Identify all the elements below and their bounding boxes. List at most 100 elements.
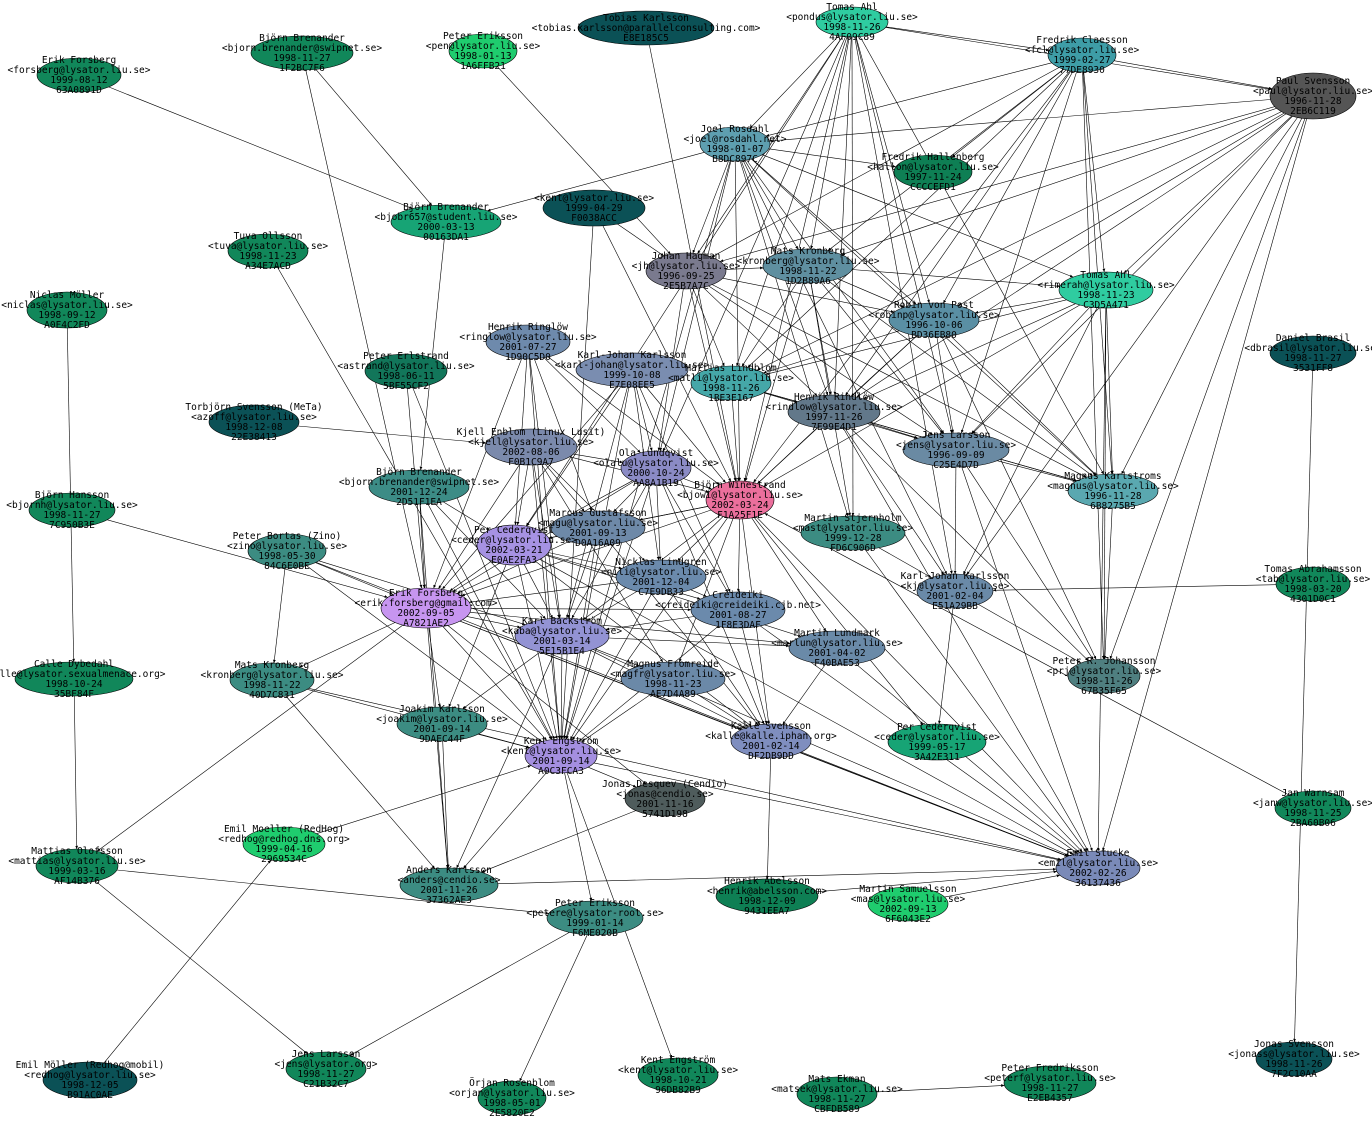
node-ellipse[interactable] bbox=[690, 591, 786, 629]
node-ellipse[interactable] bbox=[620, 450, 692, 486]
node-per_cederqvist_1[interactable]: Per Cederqvist<ceder@lysator.liu.se>2002… bbox=[451, 524, 577, 566]
node-ellipse[interactable] bbox=[448, 33, 518, 69]
node-ellipse[interactable] bbox=[1067, 658, 1141, 694]
node-erik_forsberg_1[interactable]: Erik Forsberg<forsberg@lysator.liu.se>19… bbox=[8, 55, 151, 96]
node-mats_ekman[interactable]: Mats Ekman<matsek@lysator.liu.se>1998-11… bbox=[771, 1074, 903, 1115]
node-ellipse[interactable] bbox=[229, 662, 315, 698]
node-marcus_gustafsson[interactable]: Marcus Gustafsson<magu@lysator.liu.se>20… bbox=[538, 508, 658, 549]
node-mattias_olofsson[interactable]: Mattias Olofsson<mattias@lysator.liu.se>… bbox=[8, 846, 146, 887]
node-ellipse[interactable] bbox=[247, 533, 327, 569]
node-ellipse[interactable] bbox=[36, 57, 122, 93]
node-ellipse[interactable] bbox=[815, 6, 889, 38]
node-jonas_svensson[interactable]: Jonas Svensson<jonass@lysator.liu.se>199… bbox=[1228, 1039, 1360, 1080]
node-henrik_ringlow[interactable]: Henrik Ringlöw<ringlow@lysator.liu.se>20… bbox=[459, 322, 597, 363]
node-peter_eriksson_2[interactable]: Peter Eriksson<petere@lysator-root.se>19… bbox=[526, 898, 664, 939]
node-bjorn_winestrand[interactable]: Björn Winestrand<bjowi@lysator.liu.se>20… bbox=[677, 480, 803, 521]
node-tomas_ahl_1[interactable]: Tomas Ahl<pondus@lysator.liu.se>1998-11-… bbox=[786, 2, 918, 43]
node-ellipse[interactable] bbox=[1255, 1041, 1333, 1077]
node-ellipse[interactable] bbox=[1269, 335, 1357, 371]
node-ellipse[interactable] bbox=[42, 1061, 138, 1099]
node-ellipse[interactable] bbox=[1003, 1065, 1097, 1101]
node-mattias_lindblom[interactable]: Mattias Lindblom<matli@lysator.liu.se>19… bbox=[668, 363, 794, 404]
node-ellipse[interactable] bbox=[1047, 37, 1117, 73]
node-ellipse[interactable] bbox=[787, 394, 881, 430]
node-ellipse[interactable] bbox=[887, 723, 987, 761]
node-emil_stucke[interactable]: Emil Stucke<emil@lysator.liu.se>2002-02-… bbox=[1038, 848, 1158, 889]
node-ellipse[interactable] bbox=[546, 900, 644, 936]
node-ellipse[interactable] bbox=[1269, 72, 1357, 120]
node-karl_backstrom[interactable]: Karl Backström<kaba@lysator.liu.se>2001-… bbox=[502, 616, 622, 657]
node-ellipse[interactable] bbox=[28, 492, 116, 528]
node-ellipse[interactable] bbox=[620, 661, 726, 697]
node-martin_stjernholm[interactable]: Martin Stjernholm<mast@lysator.liu.se>19… bbox=[793, 513, 913, 554]
node-ellipse[interactable] bbox=[227, 233, 309, 269]
node-ellipse[interactable] bbox=[524, 738, 598, 774]
node-ellipse[interactable] bbox=[902, 432, 1010, 468]
node-ellipse[interactable] bbox=[916, 573, 994, 609]
node-jonas_desquev[interactable]: Jonas Desquev (Cendio)<jonas@cendio.se>2… bbox=[602, 779, 728, 820]
node-ellipse[interactable] bbox=[637, 1057, 719, 1093]
node-ellipse[interactable] bbox=[285, 1051, 367, 1087]
node-calle_dybedahl[interactable]: Calle Dybedahl<calle@lysator.sexualmenac… bbox=[0, 659, 166, 700]
node-karl_johan_karlsson_1[interactable]: Karl-Johan Karlsson<karl-johan@lysator.l… bbox=[555, 350, 710, 391]
node-ellipse[interactable] bbox=[1275, 566, 1351, 602]
node-kjell_enblom[interactable]: Kjell Enblom (Linux Lusit)<kjell@lysator… bbox=[457, 427, 606, 468]
node-ellipse[interactable] bbox=[380, 587, 472, 629]
node-ellipse[interactable] bbox=[615, 559, 707, 595]
node-ellipse[interactable] bbox=[690, 365, 772, 401]
node-ellipse[interactable] bbox=[14, 661, 134, 697]
node-peter_erlstrand[interactable]: Peter Erlstrand<astrand@lysator.liu.se>1… bbox=[337, 351, 475, 392]
node-peter_bortas[interactable]: Peter Bortas (Zino)<zino@lysator.liu.se>… bbox=[227, 531, 347, 572]
node-ellipse[interactable] bbox=[364, 353, 448, 389]
node-ellipse[interactable] bbox=[35, 848, 119, 884]
node-ellipse[interactable] bbox=[645, 252, 727, 290]
node-ellipse[interactable] bbox=[715, 878, 819, 914]
node-bjorn_brenander_2[interactable]: Björn Brenander<bjobr657@student.liu.se>… bbox=[375, 202, 518, 243]
node-emil_moller_2[interactable]: Emil Möller (Redhog@mobil)<redhog@lysato… bbox=[16, 1060, 165, 1101]
node-kalle_svensson[interactable]: Kalle Svensson<kalle@kalle.iphan.org>200… bbox=[705, 721, 837, 762]
node-nicklas_lindgren[interactable]: Nicklas Lindgren<nili@lysator.liu.se>200… bbox=[601, 557, 721, 598]
node-jens_larsson_2[interactable]: Jens Larsson<jens@lysator.org>1998-11-27… bbox=[275, 1049, 378, 1090]
node-tomas_ahl_2[interactable]: Tomas Ahl<rimerah@lysator.liu.se>1998-11… bbox=[1037, 270, 1175, 311]
node-ellipse[interactable] bbox=[368, 469, 470, 505]
node-ellipse[interactable] bbox=[796, 1076, 878, 1112]
node-ellipse[interactable] bbox=[1055, 850, 1141, 886]
node-ellipse[interactable] bbox=[624, 781, 706, 817]
node-tomas_abrahamsson[interactable]: Tomas Abrahamsson<tab@lysator.liu.se>199… bbox=[1256, 564, 1371, 605]
node-henrik_abelsson[interactable]: Henrik Abelsson<henrik@abelsson.com>1998… bbox=[707, 876, 827, 917]
node-ellipse[interactable] bbox=[575, 352, 689, 388]
node-ellipse[interactable] bbox=[800, 515, 906, 551]
node-ellipse[interactable] bbox=[477, 1080, 547, 1116]
node-bjorn_brenander_3[interactable]: Björn Brenander<bjorn.brenander@swipnet.… bbox=[339, 467, 499, 508]
node-ellipse[interactable] bbox=[762, 248, 854, 284]
node-ellipse[interactable] bbox=[788, 630, 886, 666]
node-ellipse[interactable] bbox=[484, 428, 578, 466]
node-karl_johan_karlsson_2[interactable]: Karl-Johan Karlsson<kj@lysator.liu.se>20… bbox=[901, 571, 1010, 612]
node-fredrik_hallenberg[interactable]: Fredrik Hallenberg<hallon@lysator.liu.se… bbox=[867, 152, 999, 193]
node-ola_lundqvist[interactable]: Ola Lundqvist<olalu@lysator.liu.se>2000-… bbox=[593, 448, 719, 489]
node-ellipse[interactable] bbox=[867, 886, 949, 922]
node-magnus_fromreide[interactable]: Magnus Fromreide<magfr@lysator.liu.se>19… bbox=[610, 659, 736, 700]
node-bjorn_hansson[interactable]: Björn Hansson<bjornh@lysator.liu.se>1998… bbox=[6, 490, 138, 531]
node-tobias_karlsson[interactable]: Tobias Karlsson<tobias.karlsson@parallel… bbox=[532, 10, 761, 46]
node-ellipse[interactable] bbox=[514, 617, 610, 655]
node-orjan_rosenblom[interactable]: Örjan Rosenblom<orjan@lysator.liu.se>199… bbox=[449, 1078, 575, 1119]
node-ellipse[interactable] bbox=[26, 291, 108, 329]
node-ellipse[interactable] bbox=[485, 324, 571, 360]
node-ellipse[interactable] bbox=[577, 10, 715, 46]
node-ellipse[interactable] bbox=[242, 826, 326, 862]
node-bjorn_brenander_1[interactable]: Björn Brenander<bjorn.brenander@swipnet.… bbox=[222, 33, 382, 74]
node-joel_rosdahl[interactable]: Joel Rosdahl<joel@rosdahl.net>1998-01-07… bbox=[684, 124, 787, 165]
node-kent_engstrom_2[interactable]: Kent Engström<kent@lysator.liu.se>1998-1… bbox=[618, 1055, 738, 1096]
node-ellipse[interactable] bbox=[542, 189, 646, 227]
node-peter_r_johansson[interactable]: Peter R. Johansson<prj@lysator.liu.se>19… bbox=[1047, 656, 1162, 697]
node-ellipse[interactable] bbox=[390, 204, 502, 240]
node-ellipse[interactable] bbox=[399, 867, 499, 903]
node-kent_engstrom_1[interactable]: Kent Engström<kent@lysator.liu.se>2001-0… bbox=[501, 736, 621, 777]
node-nicla_moller[interactable]: Niclas Möller<niclas@lysator.liu.se>1998… bbox=[1, 290, 133, 331]
node-martin_samuelsson[interactable]: Martin Samuelsson<mas@lysator.liu.se>200… bbox=[851, 884, 966, 925]
node-ellipse[interactable] bbox=[250, 35, 354, 71]
node-fredrik_claesson[interactable]: Fredrik Claesson<fcl@lysator.liu.se>1999… bbox=[1025, 35, 1140, 76]
node-ellipse[interactable] bbox=[1274, 790, 1352, 826]
node-jan_warnsam[interactable]: Jan Warnsam<janw@lysator.liu.se>1998-11-… bbox=[1253, 788, 1372, 829]
